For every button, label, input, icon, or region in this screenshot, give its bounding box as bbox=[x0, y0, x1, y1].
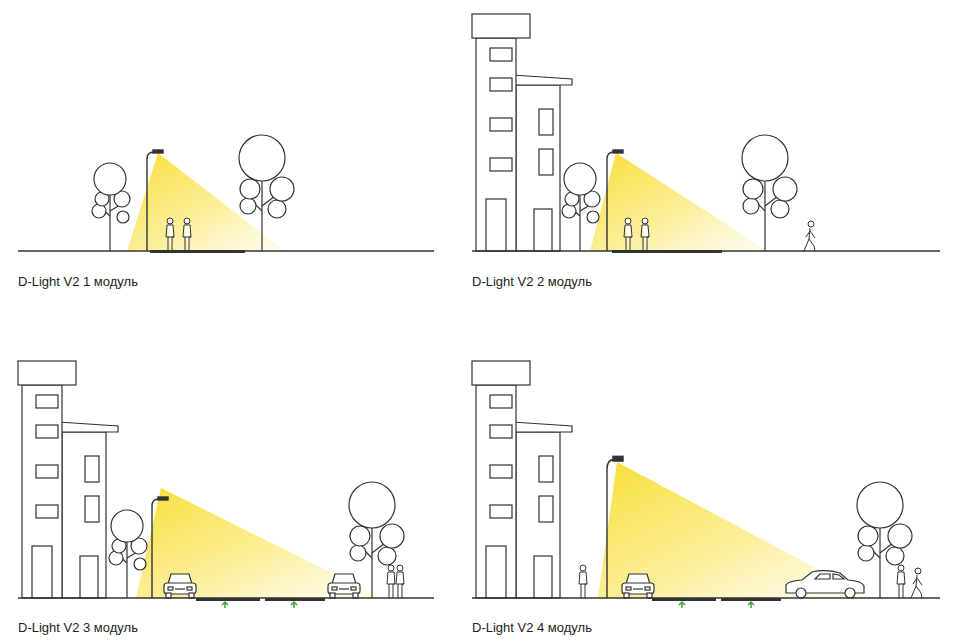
panel-caption: D-Light V2 3 модуль bbox=[18, 620, 138, 636]
panel-caption: D-Light V2 1 модуль bbox=[18, 274, 138, 290]
panel-caption: D-Light V2 2 модуль bbox=[472, 274, 592, 290]
panel-caption: D-Light V2 4 модуль bbox=[472, 620, 592, 636]
